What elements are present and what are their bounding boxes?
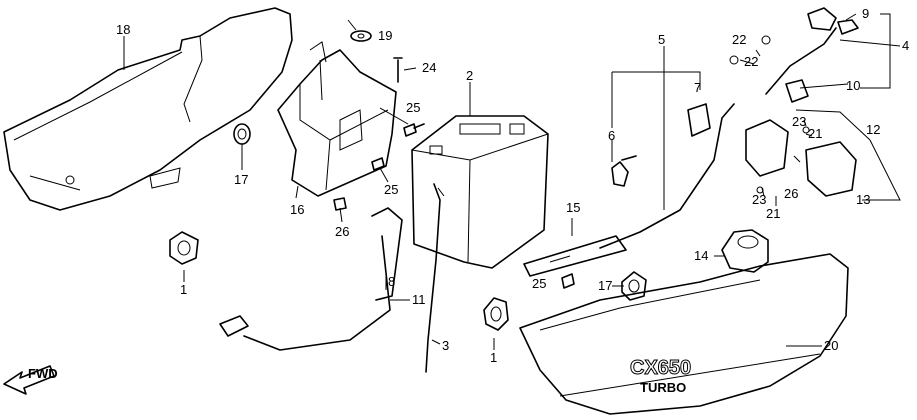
callout-12: 12 [866,122,880,137]
callout-18: 18 [116,22,130,37]
callout-25c: 25 [532,276,546,291]
callout-3: 3 [442,338,449,353]
callout-8: 8 [388,274,395,289]
battery-holder-16 [277,41,397,197]
callout-21b: 21 [766,206,780,221]
callout-9: 9 [862,6,869,21]
callout-16: 16 [290,202,304,217]
callout-6: 6 [608,128,615,143]
callout-25a: 25 [406,100,420,115]
grommet-17-right [621,271,647,301]
cover-model-text: CX650 [630,357,691,379]
callout-23b: 23 [752,192,766,207]
cover-sub-text: TURBO [640,380,686,395]
battery-2 [411,115,549,269]
fwd-label: FWD [28,366,58,381]
callout-26b: 26 [784,186,798,201]
callout-19: 19 [378,28,392,43]
relay-14 [721,229,769,273]
bolt-25c [561,273,575,289]
callout-20: 20 [824,338,838,353]
callout-23a: 23 [792,114,806,129]
callout-24: 24 [422,60,436,75]
grommet-17-left [233,123,251,145]
callouts: 18 19 24 2 25 25 26 16 17 1 1 11 8 3 15 … [116,6,909,365]
callout-14: 14 [694,248,708,263]
washer-19 [350,30,372,42]
leader-lines [123,13,901,350]
cable-clip-7 [687,103,711,137]
grommet-1-right [483,297,509,331]
callout-1b: 1 [490,350,497,365]
callout-25b: 25 [384,182,398,197]
bolt-25a [403,123,425,137]
negative-cable-8-11 [219,207,403,351]
cable-5 [599,103,735,249]
callout-21a: 21 [808,126,822,141]
positive-cable-3 [425,183,445,373]
grommet-1-left [169,231,199,265]
callout-15: 15 [566,200,580,215]
callout-17a: 17 [234,172,248,187]
callout-2: 2 [466,68,473,83]
callout-7: 7 [694,80,701,95]
callout-4: 4 [902,38,909,53]
side-cover-left [3,7,293,211]
bracket-15 [523,235,627,277]
side-cover-right [519,253,849,415]
terminal-bolt-6 [611,155,637,187]
starter-relay-assembly [729,7,859,197]
callout-22a: 22 [732,32,746,47]
callout-1a: 1 [180,282,187,297]
fwd-arrow: FWD [3,365,58,395]
callout-11: 11 [412,292,426,307]
bolt-26a [333,197,347,211]
callout-13: 13 [856,192,870,207]
callout-10: 10 [846,78,860,93]
callout-17b: 17 [598,278,612,293]
callout-5: 5 [658,32,665,47]
callout-22b: 22 [744,54,758,69]
bolt-25b [371,157,385,171]
callout-26a: 26 [335,224,349,239]
bolt-24 [393,57,403,83]
